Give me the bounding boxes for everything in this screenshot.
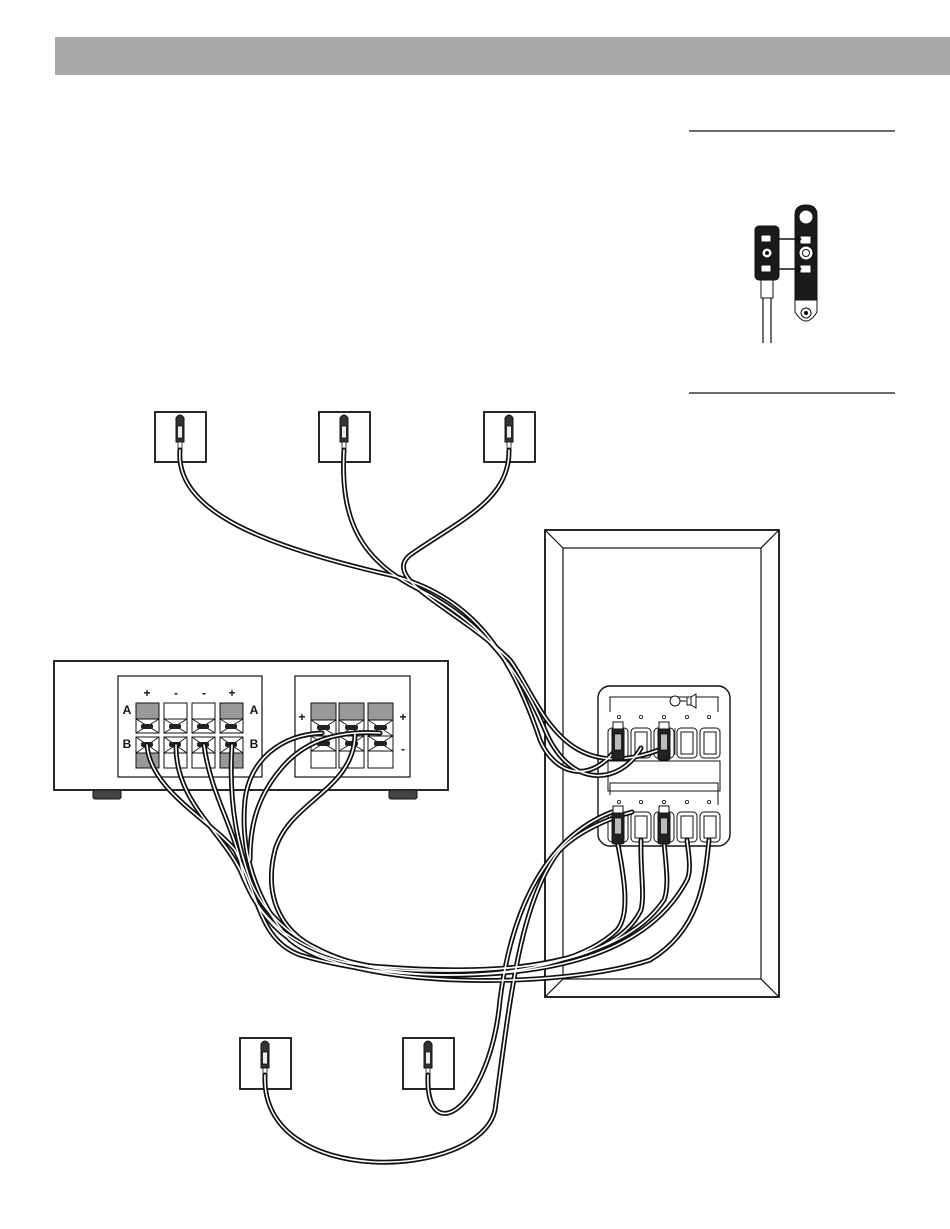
jack-detail-icon (795, 205, 817, 321)
row-label-b-right: B (250, 737, 259, 751)
row-label-a-right: A (250, 703, 259, 717)
row-label-a-left: A (123, 703, 132, 717)
label-center-plus-left: + (298, 710, 305, 724)
label-center-minus-right: - (401, 742, 405, 756)
row-label-b-left: B (123, 737, 132, 751)
connector-detail (689, 131, 895, 393)
label-center-plus-right: + (399, 710, 406, 724)
label-a-plus-right: + (228, 686, 235, 700)
plug-detail-icon (755, 226, 779, 343)
label-a-plus-left: + (143, 686, 150, 700)
label-a-minus-right: - (202, 686, 206, 700)
center-terminal-block: + + - (295, 676, 410, 777)
label-a-minus-left: - (174, 686, 178, 700)
speaker-ab-terminal-block: + - - + A B A B (118, 676, 262, 777)
